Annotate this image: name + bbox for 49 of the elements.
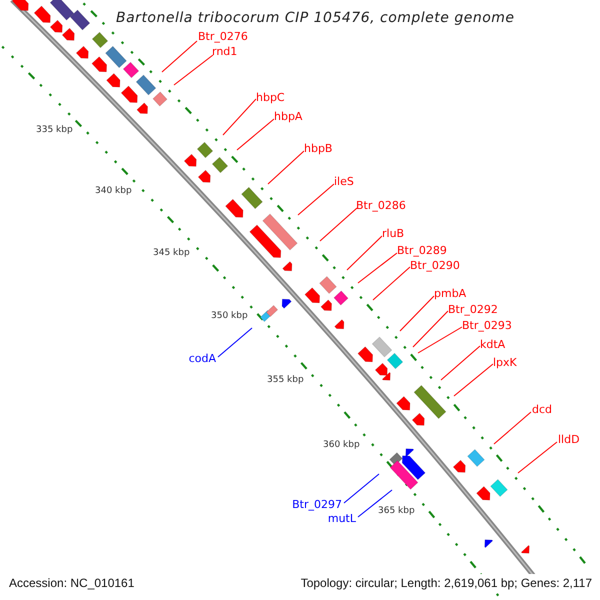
gene-label: hbpB (304, 142, 332, 155)
leader-line (372, 266, 410, 300)
gene-label: Btr_0290 (410, 259, 460, 272)
gene-label: lpxK (493, 356, 517, 369)
gene-label: Btr_0286 (356, 199, 406, 212)
leader-line (346, 236, 382, 270)
gene-label: Btr_0293 (462, 319, 512, 332)
leader-line (412, 310, 448, 348)
leader-line (298, 184, 334, 216)
gene-label: Btr_0297 (292, 498, 342, 511)
leader-line (400, 296, 434, 332)
gene-label: lldD (558, 433, 580, 446)
gene-label: rnd1 (212, 45, 238, 58)
gene-label: pmbA (434, 287, 466, 300)
gene-label: hbpC (256, 91, 285, 104)
leader-line (320, 208, 358, 242)
position-label: 365 kbp (378, 505, 415, 518)
leader-line (518, 442, 558, 474)
map-title: Bartonella tribocorum CIP 105476, complete genome (116, 9, 515, 28)
leader-line (268, 150, 304, 184)
gene-label: ileS (334, 175, 354, 188)
gene-label: Btr_0292 (448, 303, 498, 316)
leader-line (494, 412, 532, 444)
leader-line (344, 474, 380, 504)
position-label: 340 kbp (95, 185, 132, 198)
footer-text: Topology: circular; Length: 2,619,061 bp; Genes: 2,117 (300, 574, 592, 592)
position-label: 355 kbp (267, 374, 304, 387)
leader-line (454, 364, 494, 396)
leader-line (236, 118, 274, 150)
gene-label: Btr_0289 (397, 244, 447, 257)
leader-line (358, 490, 392, 518)
gene-label: codA (188, 352, 216, 365)
leader-line (222, 98, 256, 136)
leader-line (162, 40, 198, 72)
gene-label: mutL (328, 512, 356, 525)
leader-line (358, 252, 398, 284)
position-label: 350 kbp (211, 310, 248, 323)
leader-line (174, 54, 214, 86)
gene-label: rluB (382, 227, 404, 240)
gene-label: dcd (532, 403, 552, 416)
gene-label: hbpA (274, 110, 302, 123)
gene-label: Btr_0276 (198, 30, 248, 43)
gene-label: kdtA (480, 338, 506, 351)
leader-line (440, 346, 480, 380)
position-label: 335 kbp (36, 124, 73, 137)
leader-line (418, 326, 462, 354)
leader-line (218, 328, 252, 358)
position-label: 360 kbp (323, 439, 360, 452)
position-label: 345 kbp (153, 247, 190, 260)
